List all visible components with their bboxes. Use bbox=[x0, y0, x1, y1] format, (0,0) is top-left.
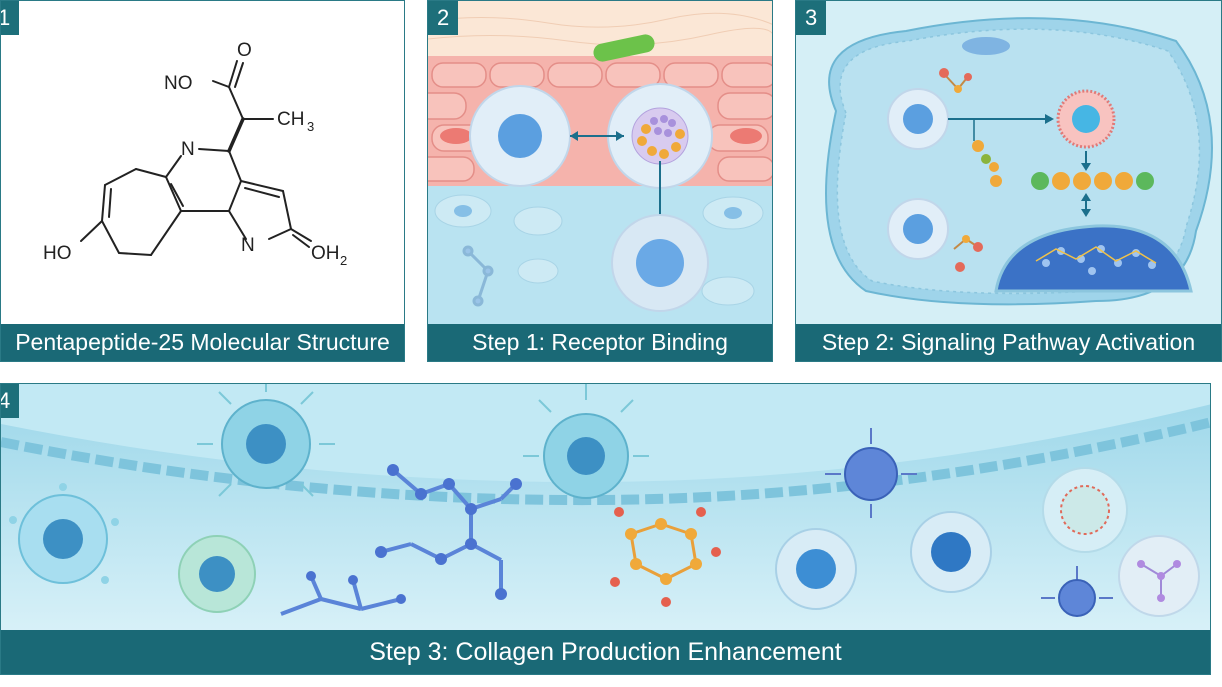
fibroblast-cell bbox=[178, 535, 256, 613]
panel-number: 2 bbox=[428, 1, 459, 35]
atom-label-no: NO bbox=[164, 73, 193, 94]
fibroblast-cell bbox=[9, 483, 119, 584]
receptor-binding-diagram bbox=[428, 1, 772, 326]
panel-number: 1 bbox=[1, 1, 20, 35]
atom-label-ch-sub: 3 bbox=[307, 119, 314, 134]
small-virus-cell bbox=[1041, 566, 1113, 617]
collagen-vesicle bbox=[1042, 467, 1128, 553]
panel-caption: Step 1: Receptor Binding bbox=[428, 324, 772, 361]
panel-caption: Step 2: Signaling Pathway Activation bbox=[796, 324, 1221, 361]
round-cell bbox=[910, 511, 992, 593]
panel-caption: Step 3: Collagen Production Enhancement bbox=[1, 630, 1210, 674]
atom-label-n-ring: N bbox=[181, 139, 195, 160]
chain-molecule bbox=[280, 571, 406, 616]
panel-signaling-pathway: 3 Step 2: Signaling P bbox=[795, 0, 1222, 362]
panel-caption: Pentapeptide-25 Molecular Structure bbox=[1, 324, 404, 361]
atom-label-ho: HO bbox=[43, 243, 72, 264]
atom-label-o: O bbox=[237, 40, 252, 61]
atom-label-oh: OH bbox=[311, 243, 340, 264]
panel-molecular-structure: 1 bbox=[0, 0, 405, 362]
panel-number: 4 bbox=[1, 384, 20, 418]
organelle bbox=[962, 37, 1010, 55]
signaling-pathway-diagram bbox=[825, 17, 1213, 306]
atom-label-n-lower: N bbox=[241, 235, 255, 256]
immune-cell bbox=[523, 384, 649, 499]
signal-node bbox=[1031, 172, 1049, 190]
collagen-molecule bbox=[375, 464, 522, 600]
immune-cell bbox=[197, 384, 335, 497]
atom-label-ch: CH bbox=[277, 109, 304, 130]
atom-label-oh-sub: 2 bbox=[340, 253, 347, 268]
tissue-layer bbox=[1, 404, 1210, 634]
small-virus-cell bbox=[825, 428, 917, 518]
molecule-diagram: NO O CH 3 N N OH 2 HO bbox=[43, 40, 347, 268]
panel-collagen-production: 4 bbox=[0, 383, 1211, 675]
nucleus bbox=[994, 224, 1193, 293]
panel-receptor-binding: 2 bbox=[427, 0, 773, 362]
receptor-nucleus bbox=[498, 114, 542, 158]
orange-molecule bbox=[610, 507, 721, 607]
peptide-capsule bbox=[593, 34, 655, 62]
collagen-production-diagram bbox=[1, 384, 1210, 634]
round-cell bbox=[775, 528, 857, 610]
panel-number: 3 bbox=[796, 1, 827, 35]
branch-molecule bbox=[1118, 535, 1200, 617]
